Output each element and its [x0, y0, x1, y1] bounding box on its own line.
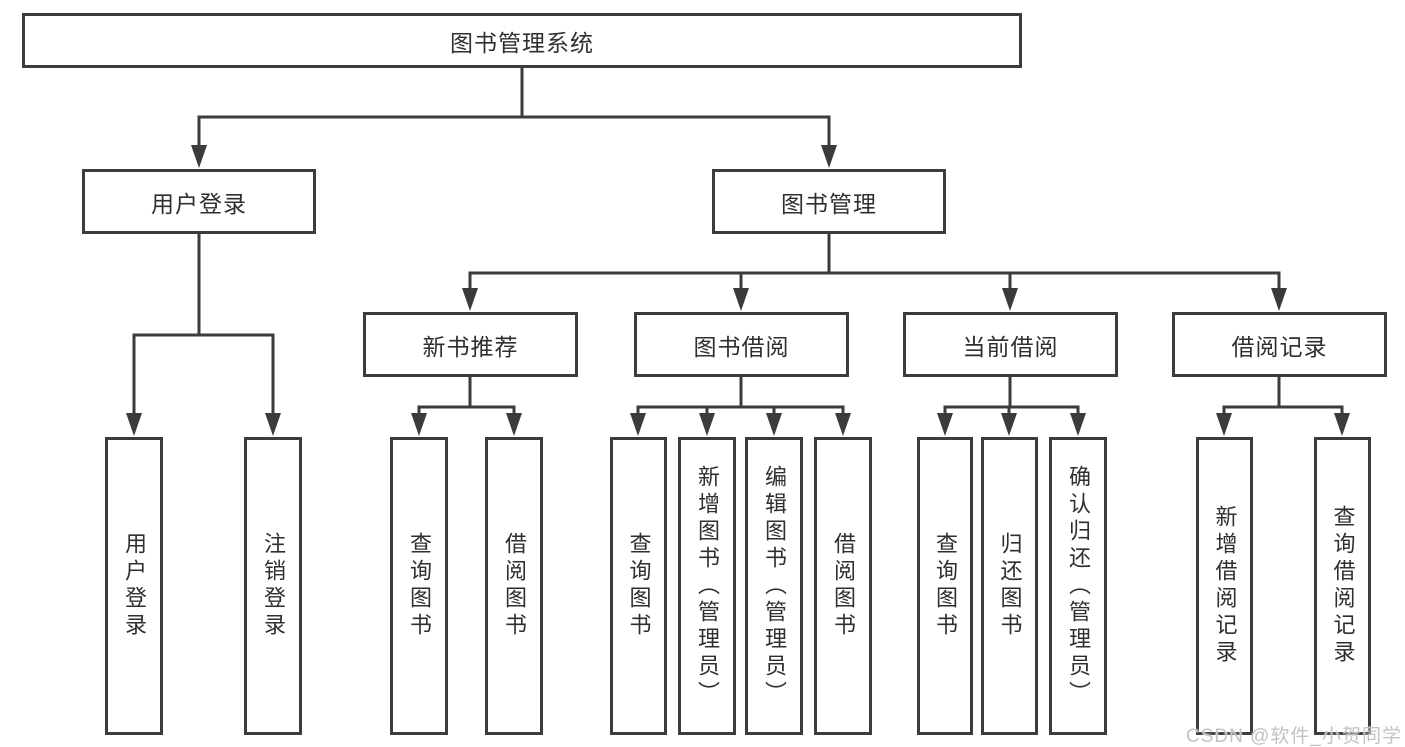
leaf-logout-login: 注销登录 [244, 437, 302, 735]
arrowhead [1070, 413, 1086, 436]
arrowhead [733, 288, 749, 311]
connector-root-to-level2 [197, 66, 831, 148]
arrowhead [821, 145, 837, 168]
leaf-return-books: 归还图书 [981, 437, 1038, 735]
node-library-system: 图书管理系统 [22, 13, 1022, 68]
arrowhead [1271, 288, 1287, 311]
arrowhead [699, 413, 715, 436]
leaf-borrowing-query-books: 查询图书 [610, 437, 667, 735]
arrowhead [411, 413, 427, 436]
leaf-query-borrow-record: 查询借阅记录 [1314, 437, 1371, 735]
node-user-login-label: 用户登录 [151, 190, 247, 217]
leaf-current-query-books: 查询图书 [917, 437, 973, 735]
connector-recommend-to-leaves [417, 375, 516, 416]
arrowhead [835, 413, 851, 436]
leaf-user-login: 用户登录 [105, 437, 163, 735]
node-book-borrowing-label: 图书借阅 [693, 333, 790, 360]
connector-records-to-leaves [1222, 375, 1344, 416]
arrowhead [1216, 413, 1232, 436]
arrowhead [191, 145, 207, 168]
arrowhead [462, 288, 478, 311]
arrowhead [126, 413, 142, 436]
leaf-add-books-admin: 新增图书（管理员） [678, 437, 736, 735]
node-book-management: 图书管理 [712, 169, 946, 234]
arrowhead [630, 413, 646, 436]
node-current-borrowing: 当前借阅 [903, 312, 1118, 377]
connector-current-to-leaves [943, 375, 1080, 416]
leaf-borrowing-borrow-books: 借阅图书 [814, 437, 872, 735]
node-borrowing-records-label: 借阅记录 [1231, 333, 1328, 360]
csdn-watermark: CSDN @软件_小贺同学 [1186, 726, 1402, 747]
node-new-book-recommend: 新书推荐 [363, 312, 578, 377]
arrowhead [937, 413, 953, 436]
arrowhead [766, 413, 782, 436]
node-book-borrowing: 图书借阅 [634, 312, 849, 377]
node-new-book-recommend-label: 新书推荐 [422, 333, 519, 360]
leaf-confirm-return-admin: 确认归还（管理员） [1049, 437, 1107, 735]
node-library-system-label: 图书管理系统 [450, 29, 594, 56]
arrowhead [1334, 413, 1350, 436]
leaf-add-borrow-record: 新增借阅记录 [1196, 437, 1253, 735]
connector-login-to-leaves [132, 232, 275, 416]
node-book-management-label: 图书管理 [781, 190, 877, 217]
arrowhead [506, 413, 522, 436]
connector-management-to-level3 [468, 232, 1281, 291]
leaf-edit-books-admin: 编辑图书（管理员） [745, 437, 803, 735]
arrowhead [265, 413, 281, 436]
leaf-recommend-query-books: 查询图书 [390, 437, 448, 735]
node-borrowing-records: 借阅记录 [1172, 312, 1387, 377]
arrowhead [1001, 413, 1017, 436]
leaf-recommend-borrow-books: 借阅图书 [485, 437, 543, 735]
node-user-login: 用户登录 [82, 169, 316, 234]
arrowhead [1002, 288, 1018, 311]
connector-borrowing-to-leaves [636, 375, 845, 416]
node-current-borrowing-label: 当前借阅 [962, 333, 1059, 360]
